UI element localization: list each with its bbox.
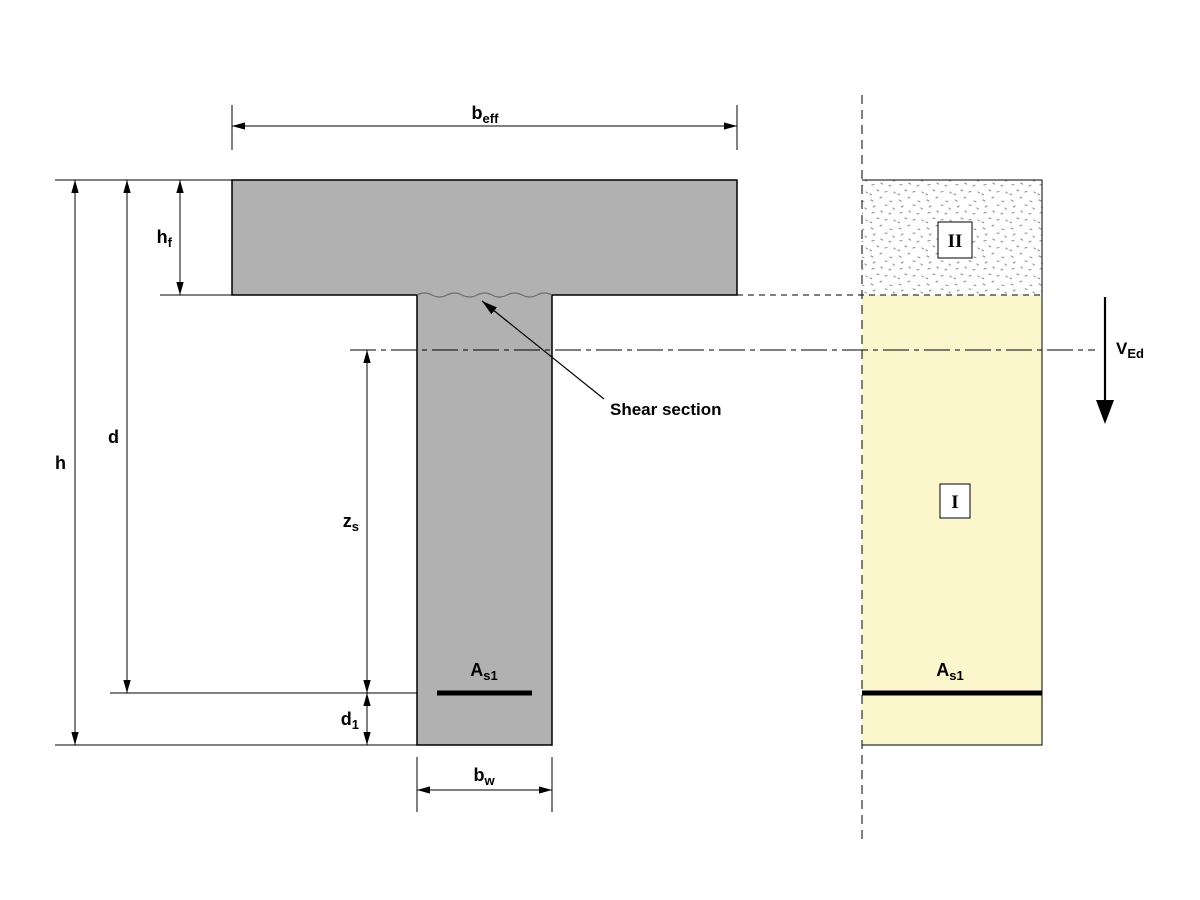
zone-I-region xyxy=(862,295,1042,745)
zone-I-label-box xyxy=(939,483,971,519)
d1-label: d1 xyxy=(341,709,359,732)
zone-I-label: I xyxy=(951,492,958,513)
shear-section-leader-line xyxy=(481,300,605,400)
dim-bw: bw xyxy=(416,757,553,812)
dim-d1: d1 xyxy=(341,693,371,745)
as1-label-right: As1 xyxy=(936,660,963,683)
tbeam-section: As1 xyxy=(231,179,738,746)
ved-label: VEd xyxy=(1116,339,1144,361)
dim-h: h xyxy=(55,180,79,745)
shear-section-label: Shear section xyxy=(610,400,722,419)
beff-label: beff xyxy=(472,103,500,126)
dim-beff: beff xyxy=(231,103,738,150)
hf-label: hf xyxy=(157,227,173,250)
shear-zone-diagram: II I As1 VEd xyxy=(861,95,1144,845)
tbeam-shape xyxy=(231,179,738,746)
zone-II-label-box xyxy=(937,221,973,259)
as1-label-left: As1 xyxy=(470,660,497,683)
dim-d: d xyxy=(108,180,131,693)
zone-outline xyxy=(862,179,1043,746)
h-label: h xyxy=(55,453,66,473)
shear-section-callout: Shear section xyxy=(481,300,722,419)
dim-zs: zs xyxy=(343,350,371,693)
bw-label: bw xyxy=(473,765,495,788)
ved-arrowhead-icon xyxy=(1096,400,1114,424)
d-label: d xyxy=(108,427,119,447)
shear-cut-wavy-line xyxy=(416,292,553,298)
dim-hf: hf xyxy=(157,180,184,295)
zs-label: zs xyxy=(343,511,359,534)
ved-arrow: VEd xyxy=(1096,297,1144,424)
zone-II-label: II xyxy=(948,231,963,252)
